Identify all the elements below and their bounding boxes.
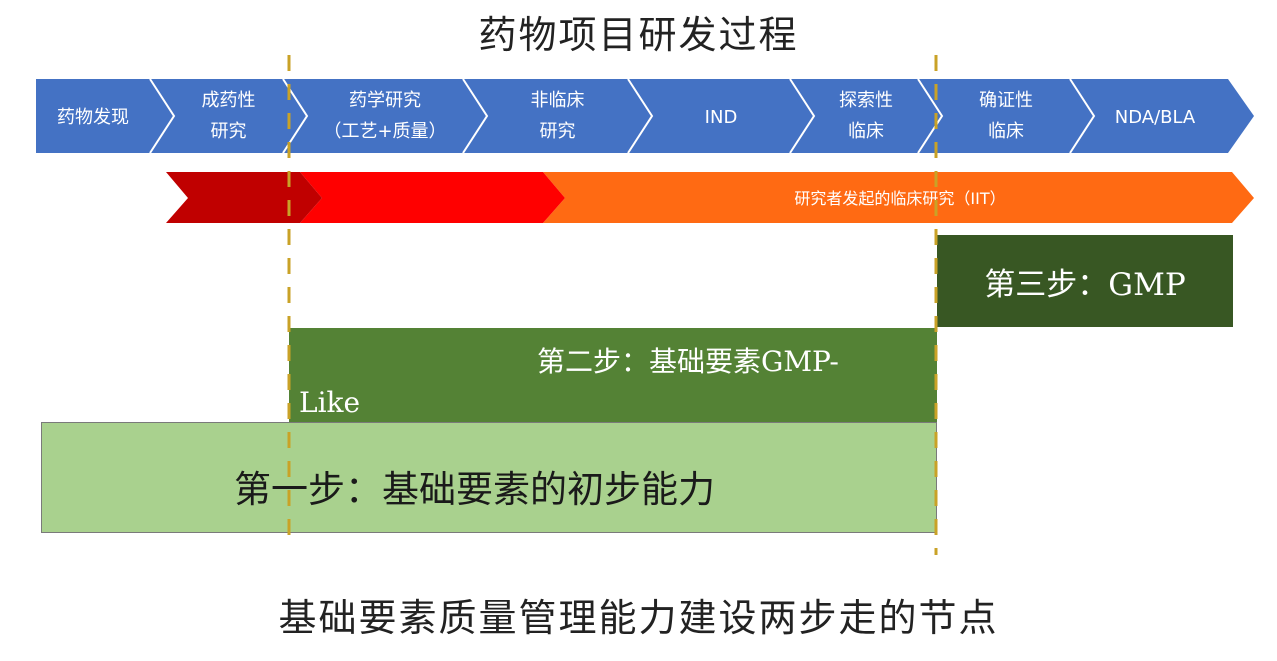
diagram-title: 药物项目研发过程 bbox=[478, 13, 799, 57]
stage-label-1: 药物发现 bbox=[57, 107, 129, 128]
stage-label-4-line-1: 非临床 bbox=[531, 90, 585, 111]
stage-labels: 药物发现成药性研究药学研究（工艺+质量）非临床研究IND探索性临床确证性临床ND… bbox=[57, 90, 1196, 142]
stage-label-6-line-2: 临床 bbox=[848, 121, 884, 142]
stage-label-8-line-1: NDA/BLA bbox=[1115, 107, 1196, 128]
stage-label-3-line-2: （工艺+质量） bbox=[323, 121, 446, 142]
stage-label-2-line-1: 成药性 bbox=[202, 90, 256, 111]
iit-label: 研究者发起的临床研究（IIT） bbox=[794, 189, 1005, 208]
step3-label: 第三步：GMP bbox=[984, 266, 1186, 303]
stage-divider-2 bbox=[282, 78, 309, 154]
step1-label: 第一步：基础要素的初步能力 bbox=[234, 468, 715, 511]
step1-initial-capability-box: 第一步：基础要素的初步能力 bbox=[41, 422, 937, 533]
stage-label-3-line-1: 药学研究 bbox=[349, 90, 421, 111]
stage-divider-3 bbox=[462, 78, 489, 154]
stage-label-4: 非临床研究 bbox=[531, 90, 585, 142]
stage-label-5-line-1: IND bbox=[705, 107, 738, 128]
step2-gmp-like-box: 第二步：基础要素GMP- Like bbox=[289, 328, 937, 422]
stage-arrow-band bbox=[36, 79, 1254, 153]
iit-dark-red-chevron bbox=[166, 172, 322, 223]
stage-label-7: 确证性临床 bbox=[979, 90, 1033, 142]
stage-label-6-line-1: 探索性 bbox=[839, 90, 893, 111]
step2-label-line1: 第二步：基础要素GMP- bbox=[537, 345, 839, 378]
step3-gmp-box: 第三步：GMP bbox=[937, 235, 1233, 327]
iit-orange-arrow bbox=[543, 172, 1254, 223]
step2-label-line2: Like bbox=[299, 386, 361, 419]
stage-label-2: 成药性研究 bbox=[202, 90, 256, 142]
stage-divider-1 bbox=[149, 78, 176, 154]
iit-red-chevron bbox=[300, 172, 565, 223]
stage-divider-7 bbox=[1069, 78, 1096, 154]
stage-label-2-line-2: 研究 bbox=[211, 121, 247, 142]
stage-label-3: 药学研究 （工艺+质量） bbox=[323, 90, 446, 142]
stage-divider-4 bbox=[627, 78, 654, 154]
stage-divider-6 bbox=[917, 78, 944, 154]
stage-label-8: NDA/BLA bbox=[1115, 107, 1196, 128]
stage-label-4-line-2: 研究 bbox=[540, 121, 576, 142]
stage-dividers bbox=[149, 78, 1096, 154]
stage-label-5: IND bbox=[705, 107, 738, 128]
diagram-caption: 基础要素质量管理能力建设两步走的节点 bbox=[278, 596, 999, 640]
stage-label-6: 探索性临床 bbox=[839, 90, 893, 142]
stage-divider-5 bbox=[789, 78, 816, 154]
stage-label-7-line-2: 临床 bbox=[988, 121, 1024, 142]
stage-label-7-line-1: 确证性 bbox=[979, 90, 1033, 111]
stage-label-1-line-1: 药物发现 bbox=[57, 107, 129, 128]
